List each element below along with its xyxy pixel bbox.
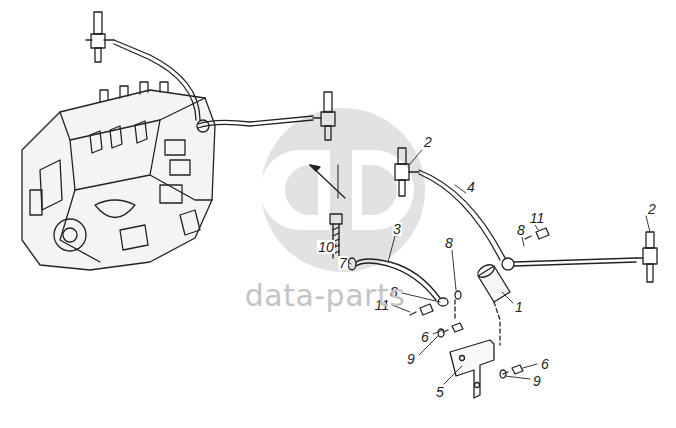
bolt	[525, 228, 549, 239]
fuel-pipe	[114, 44, 196, 120]
callout-number: 8	[444, 236, 454, 250]
fuel-pipe	[198, 116, 313, 124]
bolt	[443, 323, 463, 332]
watermark-logo	[260, 108, 425, 272]
callout-number: 2	[423, 135, 433, 149]
fuel-pipe	[514, 258, 636, 262]
bolt	[410, 304, 433, 315]
injector	[313, 92, 335, 140]
callout-number: 5	[435, 385, 445, 399]
injector	[395, 148, 419, 196]
callout-number: 2	[647, 202, 657, 216]
callout-number: 6	[420, 330, 430, 344]
fuel-pipe	[514, 262, 636, 266]
callout-number: 6	[540, 357, 550, 371]
leader-lines	[334, 150, 650, 384]
engine	[22, 82, 215, 270]
fuel-pipe	[198, 120, 313, 128]
washer	[455, 291, 461, 299]
bracket	[450, 340, 494, 398]
direction-arrow	[310, 165, 345, 198]
watermark: data-parts	[245, 280, 406, 312]
callout-number: 7	[338, 256, 348, 270]
fuel-pipe	[114, 40, 200, 120]
callout-number: 9	[406, 352, 416, 366]
injector	[636, 232, 657, 282]
callout-number: 9	[532, 374, 542, 388]
injector	[86, 12, 114, 62]
filter-cylinder	[476, 262, 510, 302]
callout-number: 4	[466, 180, 476, 194]
callout-number: 10	[317, 240, 335, 254]
callout-number: 11	[529, 211, 546, 225]
callout-number: 3	[392, 222, 402, 236]
callout-number: 8	[516, 223, 526, 237]
fuel-pipe	[419, 174, 500, 260]
callout-number: 1	[514, 300, 524, 314]
